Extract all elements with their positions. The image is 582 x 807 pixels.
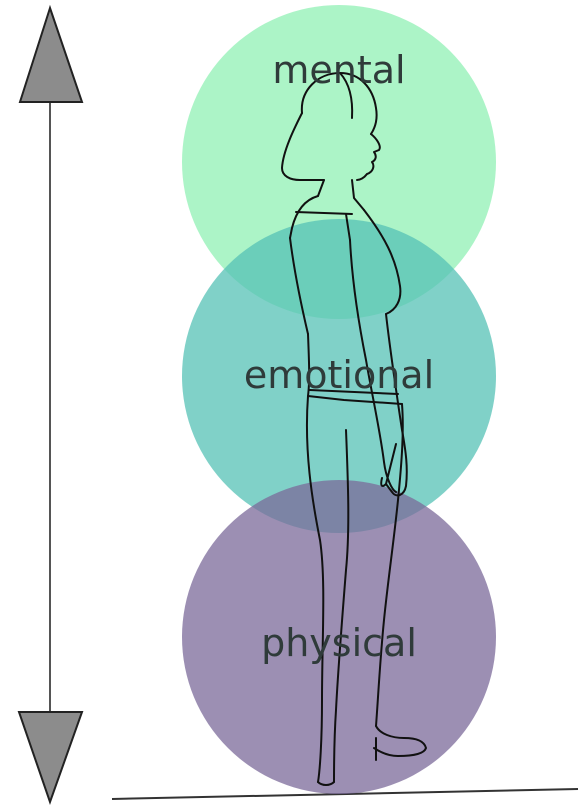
arrow-head-down-icon	[19, 712, 82, 802]
mental-label: mental	[272, 48, 405, 92]
vertical-double-arrow	[19, 8, 82, 802]
physical-label: physical	[261, 621, 417, 665]
emotional-label: emotional	[244, 353, 434, 397]
arrow-head-up-icon	[20, 8, 82, 102]
